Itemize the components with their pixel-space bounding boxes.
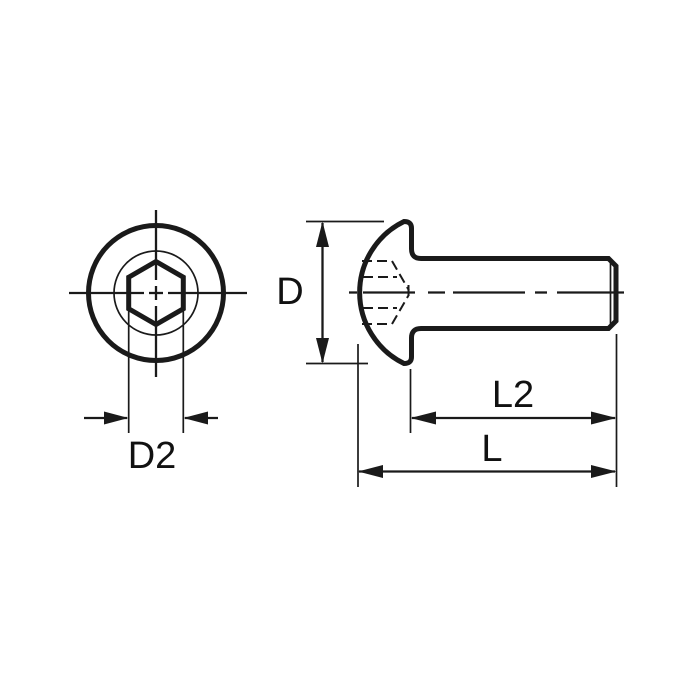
dimension-label-l: L <box>481 428 502 470</box>
dimension-label-d2: D2 <box>128 435 177 477</box>
side-view: D L2 L <box>276 218 624 487</box>
dimension-label-d: D <box>276 271 303 313</box>
l2-arrow-right <box>591 411 617 425</box>
dimension-label-l2: L2 <box>492 374 534 416</box>
l-arrow-left <box>358 465 383 478</box>
d-arrow-down <box>316 338 329 364</box>
d2-arrow-left <box>104 411 129 425</box>
dimension-l2: L2 <box>409 369 617 433</box>
socket-cone-hidden-line-bottom <box>391 294 410 325</box>
screw-body <box>357 218 619 367</box>
d2-arrow-right <box>183 411 208 425</box>
l-arrow-right <box>591 465 617 478</box>
dimension-l: L <box>357 334 618 487</box>
front-view: D2 <box>69 210 247 477</box>
hidden-socket-lines <box>362 260 410 325</box>
socket-cone-hidden-line-top <box>391 260 410 291</box>
d-arrow-up <box>316 221 329 247</box>
l2-arrow-left <box>410 411 436 425</box>
